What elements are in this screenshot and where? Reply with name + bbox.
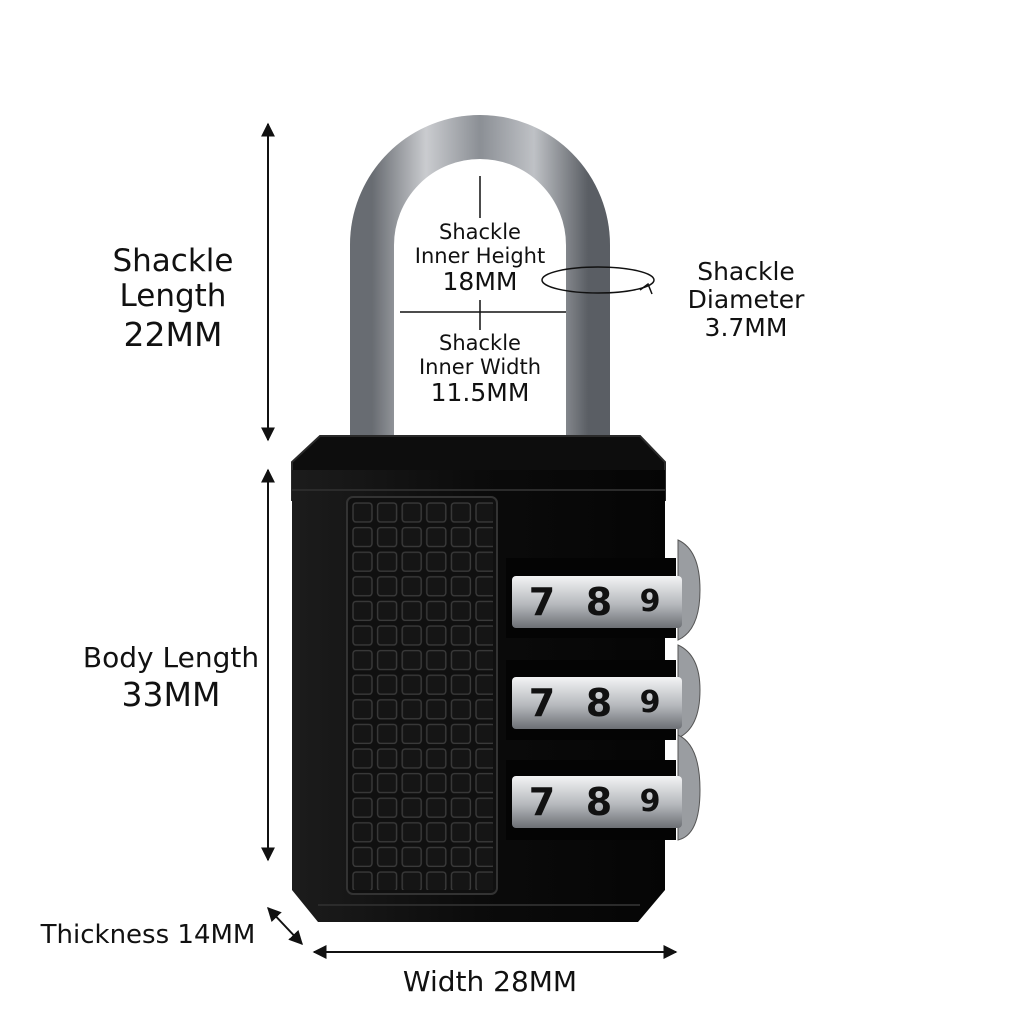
shackle — [350, 115, 610, 446]
shackle-diameter-label: Shackle Diameter 3.7MM — [687, 257, 805, 342]
dial-digit: 7 — [528, 681, 556, 725]
dial-digit: 8 — [585, 580, 613, 624]
width-label: Width 28MM — [402, 965, 578, 998]
dial-digit: 8 — [585, 681, 613, 725]
dial-digit: 8 — [585, 780, 613, 824]
shackle-inner-width-label: Shackle Inner Width 11.5MM — [418, 331, 542, 408]
dial-digit: 7 — [528, 580, 556, 624]
dial-side-edges — [677, 539, 701, 841]
dial-digit: 9 — [639, 784, 661, 819]
thickness-label: Thickness 14MM — [40, 920, 256, 950]
body-length-label: Body Length 33MM — [82, 641, 260, 715]
shackle-length-label: Shackle Length 22MM — [112, 243, 234, 355]
dial-digit: 9 — [639, 584, 661, 619]
shackle-inner-height-label: Shackle Inner Height 18MM — [414, 220, 546, 297]
dial-digit: 7 — [528, 780, 556, 824]
dial-digit: 9 — [639, 685, 661, 720]
